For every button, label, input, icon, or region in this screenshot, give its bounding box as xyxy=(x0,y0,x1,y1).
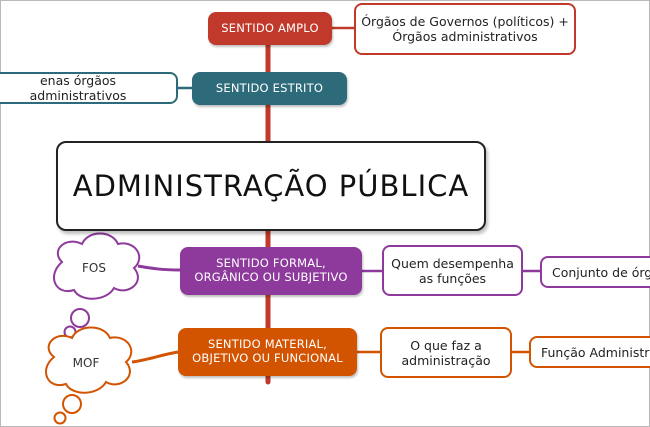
node-material-subdetail: Função Administra xyxy=(529,336,650,368)
formal-subdetail-text: Conjunto de órgã xyxy=(552,264,650,280)
amplo-detail-line-1: Órgãos de Governos (políticos) + xyxy=(361,14,569,29)
connector-formal-bubble xyxy=(137,264,181,272)
material-label-line-1: SENTIDO MATERIAL, xyxy=(207,337,328,352)
formal-label-line-1: SENTIDO FORMAL, xyxy=(216,256,326,271)
central-topic-title: ADMINISTRAÇÃO PÚBLICA xyxy=(72,168,470,203)
connector-material-bubble xyxy=(131,350,179,364)
node-sentido-formal: SENTIDO FORMAL, ORGÂNICO OU SUBJETIVO xyxy=(180,247,362,295)
node-formal-subdetail: Conjunto de órgã xyxy=(540,256,650,288)
material-detail-line-2: administração xyxy=(401,352,491,368)
bubble-fos-label: FOS xyxy=(82,261,106,275)
formal-detail-line-1: Quem desempenha xyxy=(391,255,514,271)
node-estrito-detail: enas órgãos administrativos xyxy=(0,72,178,104)
formal-detail-line-2: as funções xyxy=(418,270,487,286)
node-formal-detail: Quem desempenha as funções xyxy=(382,245,523,296)
node-material-detail: O que faz a administração xyxy=(380,327,512,378)
material-detail-line-1: O que faz a xyxy=(410,337,482,353)
amplo-detail-line-2: Órgãos administrativos xyxy=(392,29,538,44)
material-label-line-2: OBJETIVO OU FUNCIONAL xyxy=(192,351,343,365)
estrito-detail-text: enas órgãos administrativos xyxy=(29,73,127,103)
bubble-mof-label: MOF xyxy=(72,356,100,370)
node-amplo-detail: Órgãos de Governos (políticos) + Órgãos … xyxy=(354,3,576,55)
material-subdetail-text: Função Administra xyxy=(541,344,650,360)
bubble-mof xyxy=(45,326,133,425)
formal-label-line-2: ORGÂNICO OU SUBJETIVO xyxy=(194,270,348,284)
node-sentido-material: SENTIDO MATERIAL, OBJETIVO OU FUNCIONAL xyxy=(178,328,357,376)
node-sentido-amplo-label: SENTIDO AMPLO xyxy=(221,20,319,35)
node-sentido-estrito-label: SENTIDO ESTRITO xyxy=(215,80,324,95)
node-sentido-estrito: SENTIDO ESTRITO xyxy=(192,72,347,105)
central-topic: ADMINISTRAÇÃO PÚBLICA xyxy=(56,141,486,231)
node-sentido-amplo: SENTIDO AMPLO xyxy=(208,12,332,45)
bubble-fos xyxy=(53,232,141,339)
